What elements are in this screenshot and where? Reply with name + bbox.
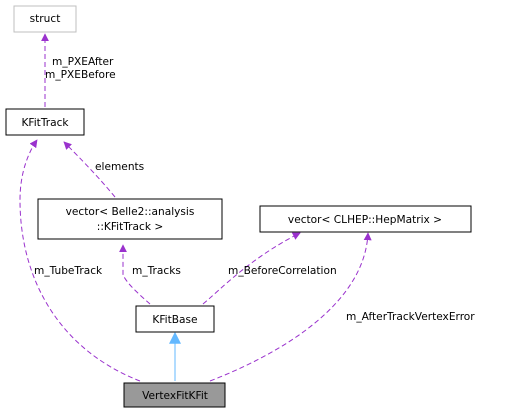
node-struct-label: struct xyxy=(30,13,61,25)
edge-hepmatrix-to-vertexfit: m_AfterTrackVertexError xyxy=(209,232,475,382)
node-vector-hepmatrix[interactable]: vector< CLHEP::HepMatrix > xyxy=(259,205,472,233)
edge-label-hepmatrix-to-vertexfit: m_AfterTrackVertexError xyxy=(346,311,475,323)
node-vector-kfittrack[interactable]: vector< Belle2::analysis ::KFitTrack > xyxy=(37,198,223,240)
node-kfittrack[interactable]: KFitTrack xyxy=(5,108,85,136)
node-vector-kfittrack-label-2: ::KFitTrack > xyxy=(97,221,163,233)
node-kfittrack-label: KFitTrack xyxy=(21,117,69,129)
node-kfitbase[interactable]: KFitBase xyxy=(135,305,215,333)
edge-hepmatrix-to-kfitbase: m_BeforeCorrelation xyxy=(202,232,337,305)
node-vertexfitkfit[interactable]: VertexFitKFit xyxy=(123,382,226,408)
node-kfitbase-label: KFitBase xyxy=(152,314,197,326)
edge-struct-to-kfittrack: m_PXEAfter m_PXEBefore xyxy=(41,33,116,107)
edge-kfittrack-to-vertexfit: m_TubeTrack xyxy=(19,139,141,382)
edge-kfittrack-to-vector: elements xyxy=(63,141,144,198)
edge-label-struct-to-kfittrack-2: m_PXEBefore xyxy=(45,69,116,81)
node-vertexfitkfit-label: VertexFitKFit xyxy=(142,390,208,402)
edge-label-vector-to-kfitbase: m_Tracks xyxy=(132,265,181,277)
edge-label-kfittrack-to-vertexfit: m_TubeTrack xyxy=(34,265,103,277)
node-vector-hepmatrix-label: vector< CLHEP::HepMatrix > xyxy=(288,214,442,226)
edge-label-kfittrack-to-vector: elements xyxy=(95,161,144,173)
edge-vector-to-kfitbase: m_Tracks xyxy=(119,244,181,305)
edge-label-struct-to-kfittrack-1: m_PXEAfter xyxy=(52,56,114,68)
edge-label-hepmatrix-to-kfitbase: m_BeforeCorrelation xyxy=(228,265,337,277)
node-struct[interactable]: struct xyxy=(13,5,77,33)
node-vector-kfittrack-label-1: vector< Belle2::analysis xyxy=(66,206,195,218)
